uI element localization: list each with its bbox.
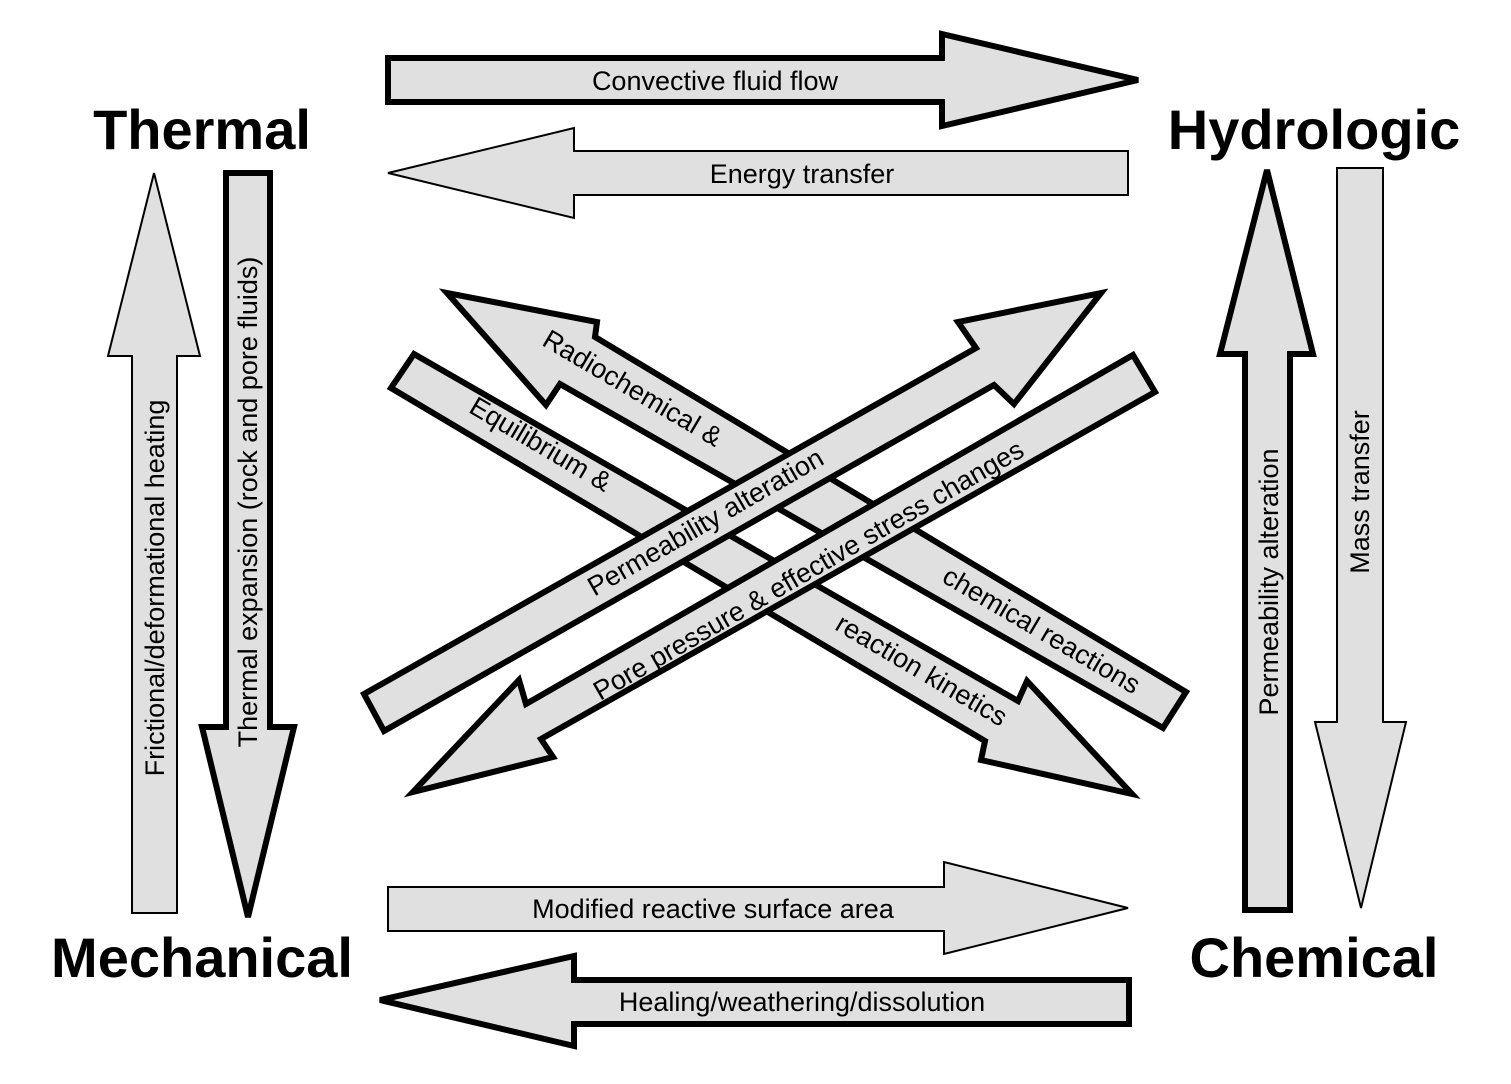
arrow-thermal-expansion	[198, 170, 298, 918]
label-healing-weathering-dissolution: Healing/weathering/dissolution	[619, 987, 985, 1017]
arrow-frictional-heating	[106, 172, 202, 914]
arrow-permeability-mechanical-hydrologic	[359, 288, 1109, 736]
arrow-mass-transfer	[1313, 167, 1408, 909]
label-thermal-expansion: Thermal expansion (rock and pore fluids)	[233, 257, 263, 748]
label-modified-reactive-surface-area: Modified reactive surface area	[532, 894, 895, 924]
label-mass-transfer: Mass transfer	[1345, 410, 1375, 574]
arrow-healing-weathering-dissolution	[379, 952, 1132, 1050]
label-frictional-heating: Frictional/deformational heating	[140, 400, 170, 777]
label-energy-transfer: Energy transfer	[710, 159, 895, 189]
node-hydrologic: Hydrologic	[1168, 98, 1460, 161]
arrow-radiochemical-reactions-outline	[438, 288, 1191, 733]
arrow-energy-transfer	[387, 126, 1129, 220]
arrow-permeability-chemical-hydrologic	[1216, 169, 1317, 913]
node-mechanical: Mechanical	[51, 926, 353, 989]
label-convective-fluid-flow: Convective fluid flow	[592, 66, 839, 96]
arrow-modified-reactive-surface-area	[387, 860, 1129, 956]
node-chemical: Chemical	[1190, 926, 1439, 989]
arrow-pore-pressure-stress-changes	[403, 350, 1160, 798]
label-permeability-chemical-hydrologic: Permeability alteration	[1254, 448, 1284, 715]
node-thermal: Thermal	[93, 98, 311, 161]
arrow-convective-fluid-flow	[385, 30, 1139, 130]
